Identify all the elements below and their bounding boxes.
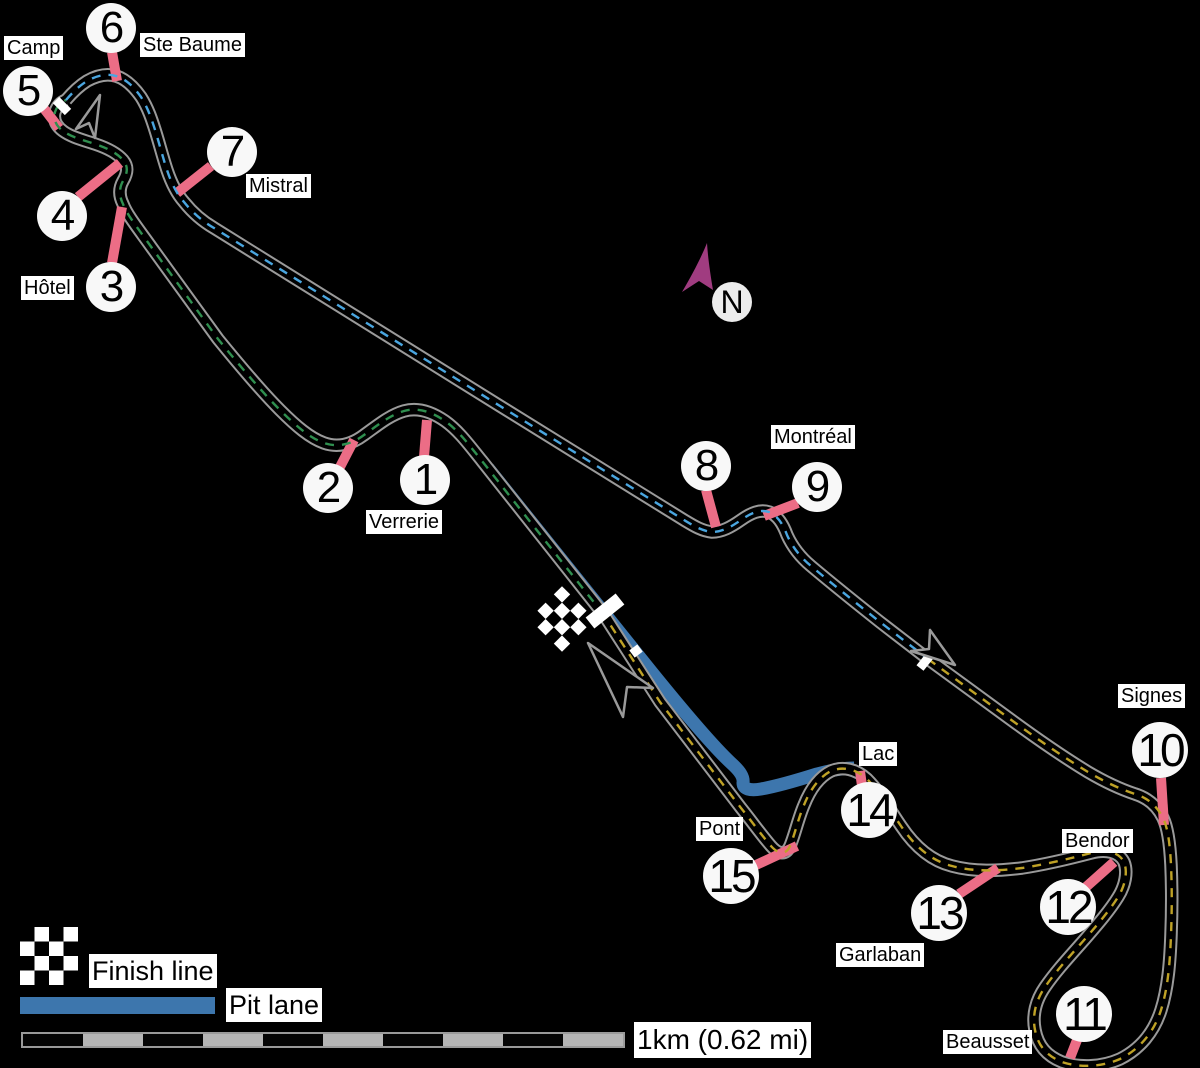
corner-number: 7 [220,127,246,176]
label-lac: Lac [859,742,898,766]
label-garlaban: Garlaban [836,943,925,967]
scale-bar-segment [83,1034,143,1046]
corner-marker-8: 8 [681,441,731,491]
label-montreal: Montréal [771,425,855,449]
scale-bar-segment [503,1034,563,1046]
corner-marker-12: 12 [1040,879,1096,935]
label-mistral: Mistral [246,174,311,198]
scale-bar-segment [23,1034,83,1046]
corner-marker-9: 9 [792,462,842,512]
label-camp: Camp [4,36,64,60]
corner-number: 2 [316,463,342,512]
corner-number: 14 [846,784,894,836]
track-section-green [53,98,605,616]
corner-marker-1: 1 [400,455,450,505]
direction-arrows [74,93,957,719]
road-casing [47,68,1179,1068]
corner-marker-14: 14 [841,782,897,838]
direction-arrow-pit-straight [586,641,655,719]
label-bendor: Bendor [1062,829,1133,853]
corner-number: 11 [1063,988,1108,1040]
scale-bar-label: 1km (0.62 mi) [634,1022,812,1058]
corner-leader-lines [38,51,1169,1060]
corner-number: 4 [50,191,76,240]
corner-number: 10 [1137,724,1185,776]
scale-bar-segment [443,1034,503,1046]
label-pont: Pont [696,817,744,841]
corner-number: 3 [99,262,125,311]
scale-bar [21,1032,625,1048]
corner-number: 1 [413,455,439,504]
pit-lane-legend-swatch [20,997,215,1014]
finish-line-legend-icon [20,927,78,985]
north-arrow-icon [682,243,713,292]
corner-marker-3: 3 [86,262,136,312]
corner-number: 12 [1045,881,1093,933]
road-surface [49,70,1177,1068]
scale-bar-segment [263,1034,323,1046]
track-section-yellow [602,614,1173,1067]
corner-marker-4: 4 [37,191,87,241]
corner-marker-6: 6 [86,3,136,53]
corner-number: 9 [805,462,831,511]
compass-north-marker: N [712,282,752,322]
label-hotel: Hôtel [21,276,74,300]
label-ste-baume: Ste Baume [140,33,245,57]
corner-number: 13 [916,887,964,939]
legend-finish-line-label: Finish line [89,954,217,988]
label-signes: Signes [1118,684,1186,708]
corner-number: 15 [708,850,756,902]
label-beausset: Beausset [943,1030,1033,1054]
scale-bar-segment [563,1034,623,1046]
corner-number: 6 [99,3,125,52]
legend-pit-lane-label: Pit lane [226,988,323,1022]
scale-bar-segment [383,1034,443,1046]
label-verrerie: Verrerie [366,510,443,534]
direction-arrow-mistral [909,628,957,667]
corner-marker-5: 5 [3,66,53,116]
corner-marker-10: 10 [1132,722,1188,778]
corner-marker-15: 15 [703,848,759,904]
scale-bar-segment [323,1034,383,1046]
track-section-cyan [65,73,929,660]
scale-bar-segment [143,1034,203,1046]
direction-arrow-hairpin [74,93,102,140]
scale-bar-segment [203,1034,263,1046]
corner-marker-7: 7 [207,127,257,177]
corner-marker-13: 13 [911,885,967,941]
compass-north-letter: N [720,283,744,320]
corner-marker-11: 11 [1056,986,1112,1042]
corner-marker-2: 2 [303,463,353,513]
corner-number: 5 [16,66,42,115]
corner-number: 8 [694,441,720,490]
finish-line-mark [585,593,625,629]
